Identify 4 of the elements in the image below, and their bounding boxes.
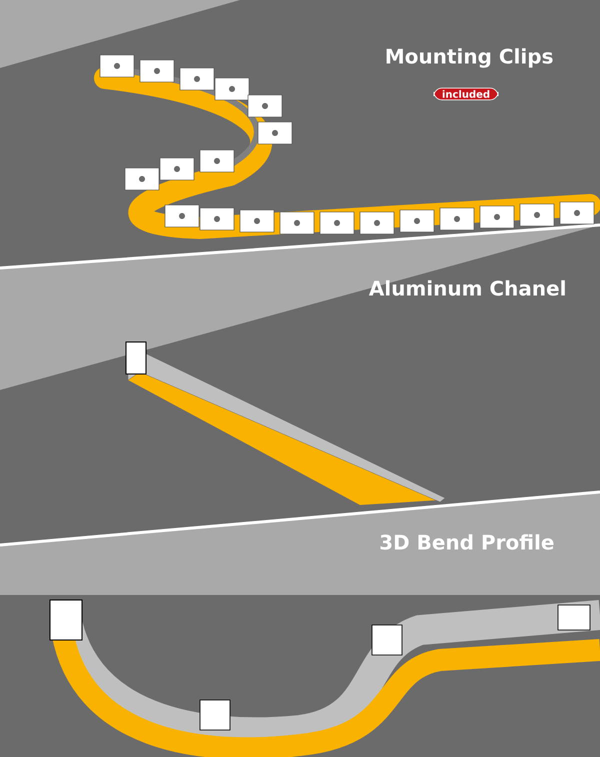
badge: included <box>434 88 498 100</box>
heading: Aluminum Chanel <box>368 280 565 296</box>
heading: 3D Bend Profile <box>380 534 554 550</box>
heading: Mounting Clips <box>386 48 553 68</box>
